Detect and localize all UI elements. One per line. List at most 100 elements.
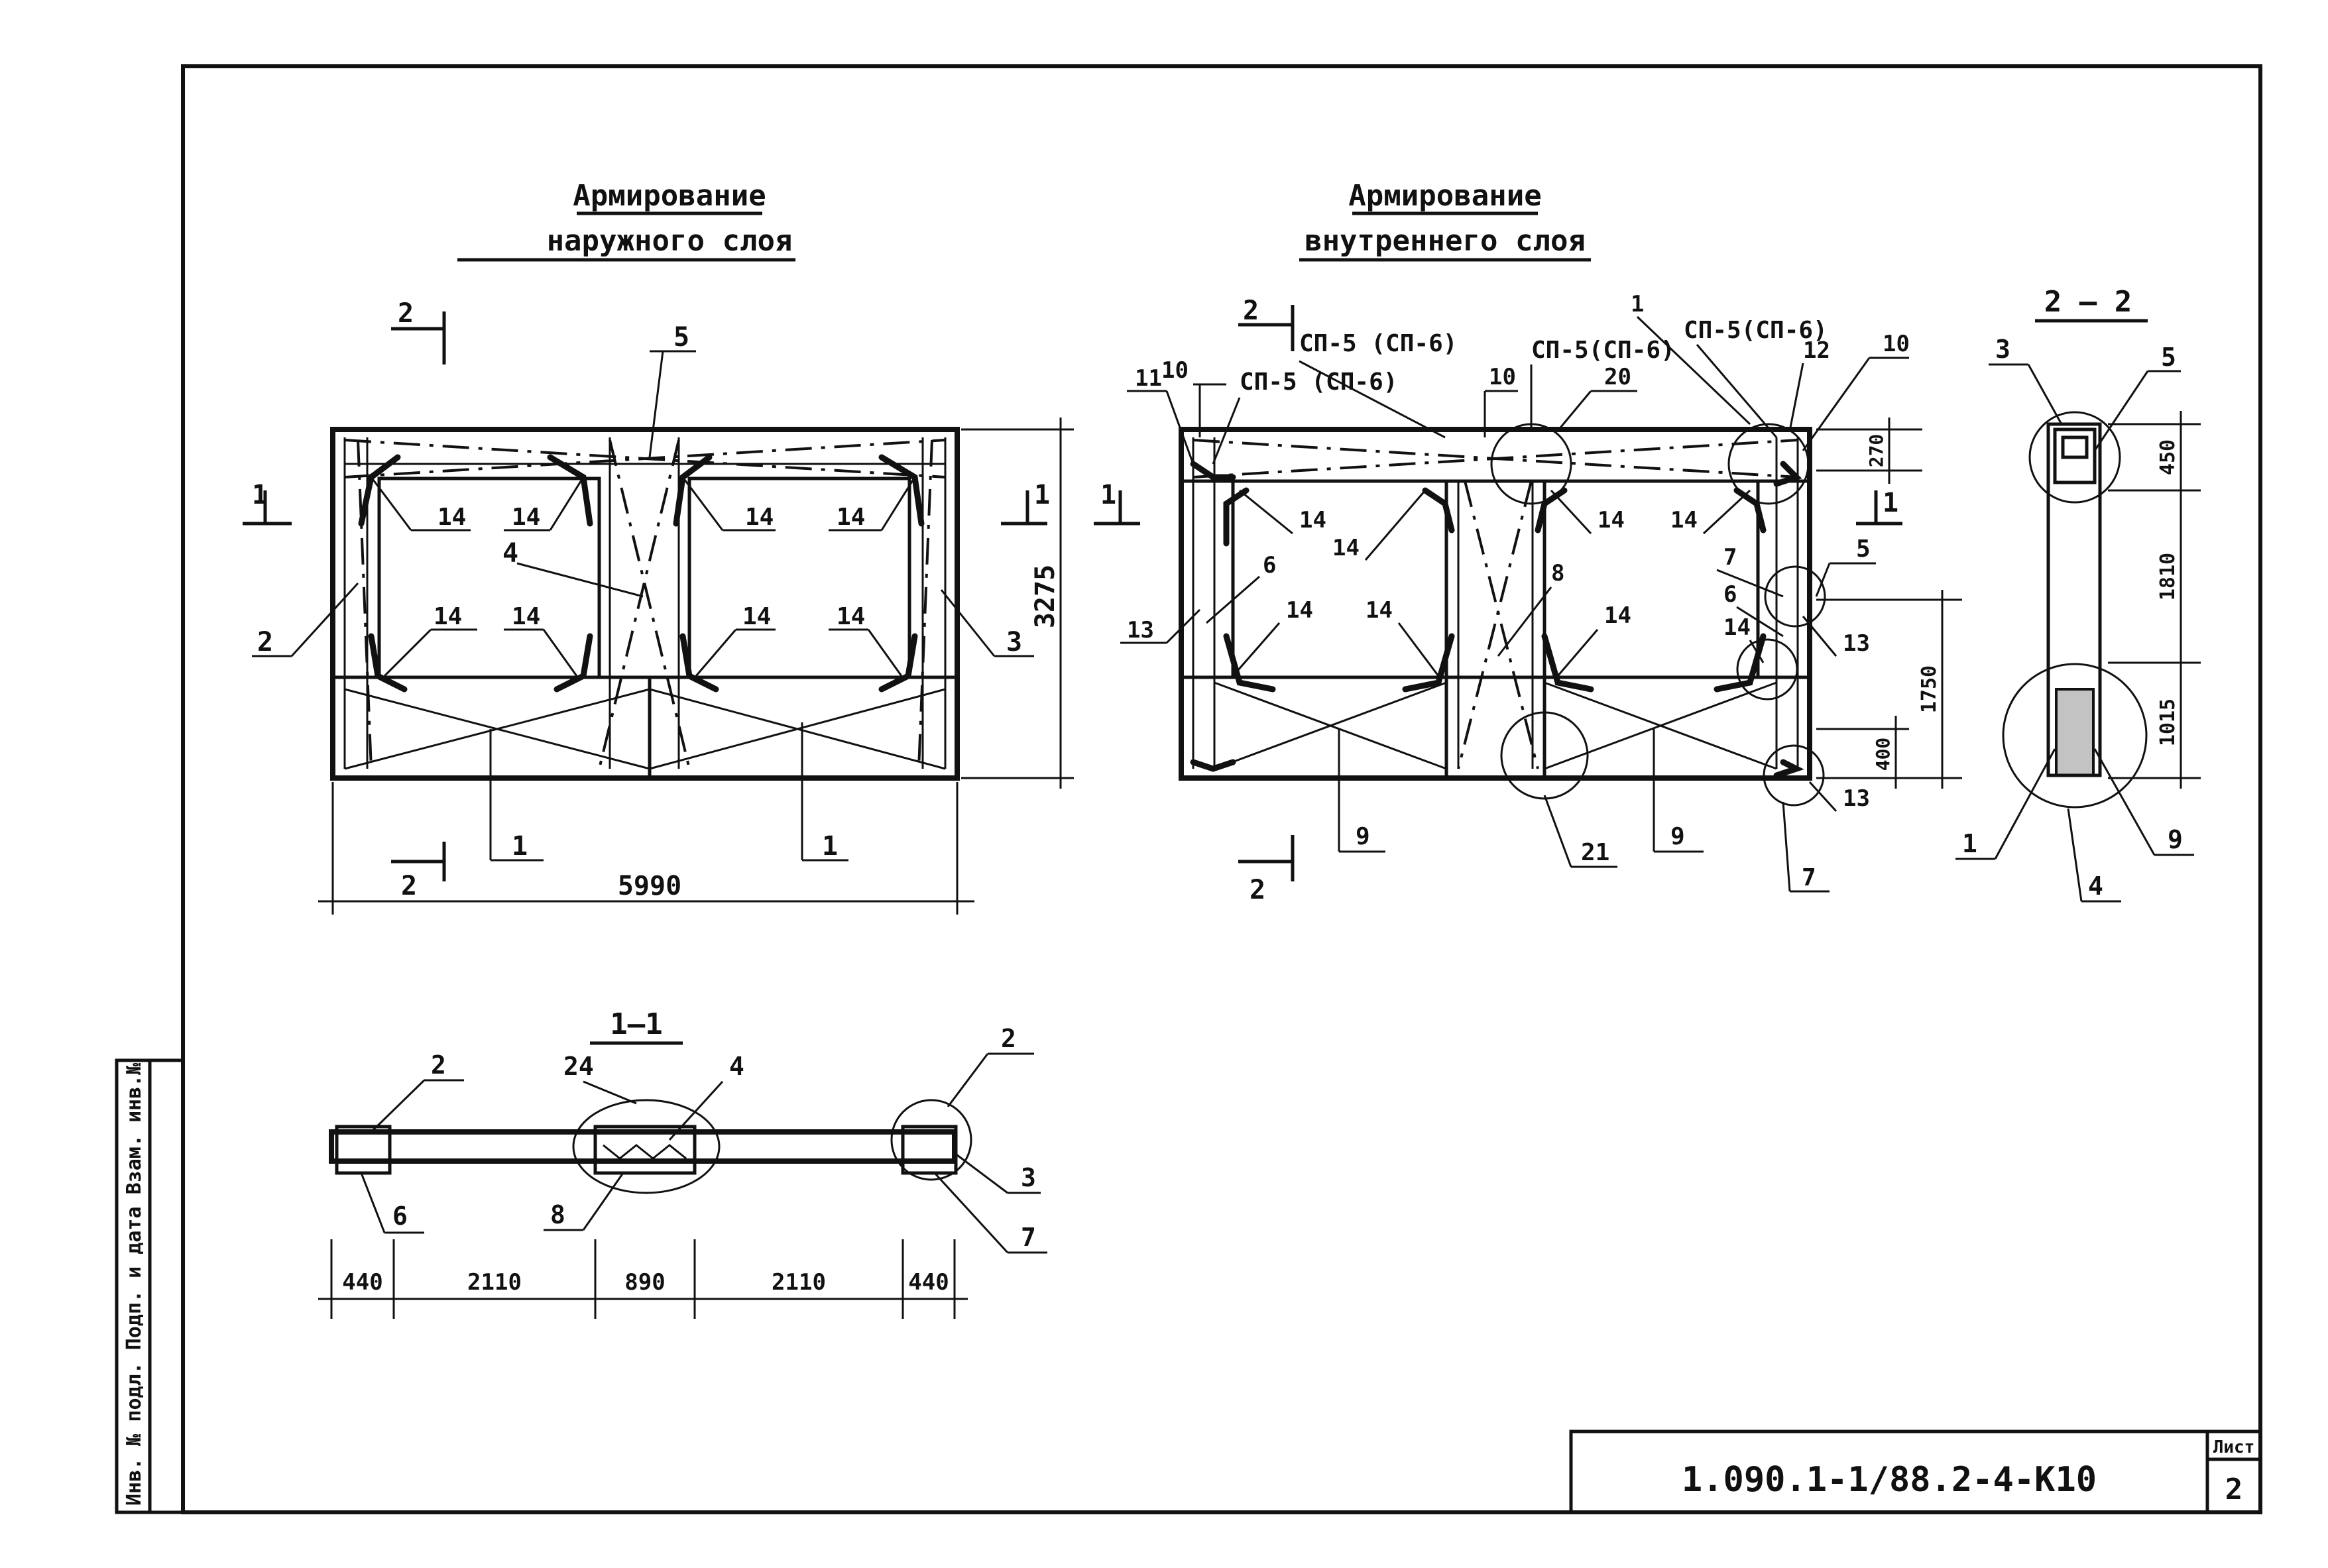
- section-1-1-callout-3: 3: [1021, 1163, 1036, 1192]
- outer-callout-4: 4: [502, 538, 518, 569]
- outer-callout-2: 2: [257, 627, 273, 657]
- inner-callout-9a: 9: [1356, 823, 1370, 850]
- inner-sp-label-2: СП-5 (СП-6): [1240, 368, 1397, 396]
- outer-callout-14a: 14: [437, 504, 466, 531]
- inner-callout-13a: 13: [1127, 617, 1154, 644]
- outer-dimensions: 5990 3275: [318, 418, 1074, 915]
- section-1-1-dim-440a: 440: [342, 1269, 382, 1296]
- inner-callout-13b: 13: [1843, 630, 1870, 657]
- inner-callout-14f: 14: [1366, 597, 1393, 624]
- inner-callout-8: 8: [1551, 560, 1564, 587]
- outer-section-markers: 2 2 1 1: [243, 298, 1050, 901]
- outer-callout-1a: 1: [512, 831, 528, 862]
- section-1-1-title: 1–1: [610, 1007, 662, 1041]
- outer-section-1-left: 1: [252, 480, 268, 510]
- inner-callout-11: 11: [1135, 365, 1162, 392]
- section-1-1-dim-890: 890: [624, 1269, 665, 1296]
- outer-callout-14g: 14: [742, 603, 771, 630]
- outer-section-1-right: 1: [1034, 480, 1050, 510]
- section-1-1-callout-7: 7: [1021, 1223, 1036, 1252]
- inner-callout-9b: 9: [1670, 823, 1685, 850]
- inner-callout-13c: 13: [1843, 785, 1870, 812]
- inner-callout-14b: 14: [1332, 535, 1360, 561]
- inner-sp-label-1: СП-5 (СП-6): [1299, 330, 1457, 357]
- outer-callout-14b: 14: [512, 504, 540, 531]
- section-1-1-dim-2110b: 2110: [772, 1269, 826, 1296]
- outer-callout-14d: 14: [837, 504, 865, 531]
- outer-dim-width: 5990: [618, 871, 681, 901]
- outer-callout-3: 3: [1006, 627, 1022, 657]
- inner-callout-6a: 6: [1263, 552, 1276, 579]
- section-1-1-callout-2a: 2: [431, 1050, 446, 1080]
- outer-dim-height: 3275: [1030, 565, 1061, 628]
- outer-callout-14e: 14: [434, 603, 462, 630]
- inner-callout-12: 12: [1803, 337, 1830, 364]
- inner-callout-14c: 14: [1598, 507, 1625, 533]
- inner-callout-6b: 6: [1723, 581, 1737, 608]
- inner-callout-21: 21: [1581, 839, 1609, 866]
- sheet-label: Лист: [2213, 1437, 2255, 1457]
- inner-section-2-top: 2: [1243, 296, 1259, 326]
- inner-callout-7a: 7: [1723, 544, 1737, 571]
- inner-callout-1: 1: [1631, 291, 1644, 317]
- section-1-1-dimensions: 440 2110 890 2110 440: [318, 1239, 968, 1319]
- section-2-2-view: 2 – 2 450 1810 1015 3 5 1 4 9: [1955, 285, 2201, 903]
- section-1-1-callout-4: 4: [729, 1052, 744, 1081]
- outer-section-2-bottom: 2: [401, 871, 417, 901]
- outer-title-line2: наружного слоя: [547, 224, 793, 258]
- inner-layer-view: Армирование внутреннего слоя: [1094, 179, 1962, 905]
- section-1-1-callout-6: 6: [392, 1202, 408, 1231]
- inner-section-1-right: 1: [1883, 488, 1898, 518]
- title-block: 1.090.1-1/88.2-4-К10 Лист 2: [1569, 1429, 2262, 1514]
- document-code: 1.090.1-1/88.2-4-К10: [1682, 1460, 2097, 1500]
- section-2-2-callout-9: 9: [2168, 825, 2183, 854]
- inner-callout-20: 20: [1604, 364, 1631, 390]
- inner-section-2-bottom: 2: [1250, 875, 1265, 905]
- inner-callout-14e: 14: [1286, 597, 1313, 624]
- outer-callout-14c: 14: [745, 504, 774, 531]
- section-2-2-callout-4: 4: [2088, 871, 2103, 901]
- inner-callout-10c: 10: [1883, 331, 1910, 357]
- side-stamp: Инв. № подл. Подп. и дата Взам. инв.№: [115, 1058, 185, 1514]
- outer-title-line1: Армирование: [573, 179, 766, 213]
- inner-sp-label-3: СП-5(СП-6): [1531, 337, 1675, 364]
- inner-callout-7b: 7: [1802, 864, 1816, 891]
- inner-callout-10a: 10: [1161, 357, 1189, 384]
- inner-callout-10b: 10: [1489, 364, 1516, 390]
- inner-callout-14a: 14: [1299, 507, 1326, 533]
- inner-callouts: 10 11 10 20 1 12 10 14 14 14 14 6 13: [1120, 291, 1910, 893]
- section-2-2-dim-1810: 1810: [2156, 553, 2180, 600]
- outer-callouts: 5 2 4 3 1 1 14 14 14 14 14 14 14: [252, 322, 1034, 862]
- section-2-2-callout-5: 5: [2161, 343, 2176, 372]
- section-2-2-dim-450: 450: [2156, 439, 2180, 475]
- inner-section-1-left: 1: [1100, 480, 1116, 510]
- inner-callout-14g: 14: [1604, 602, 1631, 629]
- inner-dim-270: 270: [1865, 434, 1887, 468]
- section-1-1-view: 1–1 2 24 4 2 3 6 8 7: [318, 1007, 1047, 1319]
- inner-title-line1: Армирование: [1348, 179, 1541, 213]
- inner-section-markers: 2 2 1 1: [1094, 296, 1902, 905]
- outer-layer-view: Армирование наружного слоя: [243, 179, 1074, 915]
- sheet-number: 2: [2225, 1473, 2243, 1506]
- section-2-2-callout-3: 3: [1995, 335, 2010, 364]
- section-2-2-dim-1015: 1015: [2156, 699, 2180, 746]
- inner-callout-14d: 14: [1670, 507, 1698, 533]
- outer-callout-1b: 1: [822, 831, 838, 862]
- outer-callout-14h: 14: [837, 603, 865, 630]
- outer-section-2-top: 2: [398, 298, 414, 329]
- inner-callout-14h: 14: [1723, 614, 1751, 641]
- inner-dim-1750: 1750: [1918, 665, 1941, 713]
- section-2-2-callout-1: 1: [1962, 829, 1977, 858]
- inner-title-line2: внутреннего слоя: [1305, 224, 1586, 258]
- section-1-1-dim-2110a: 2110: [467, 1269, 522, 1296]
- section-1-1-callout-8: 8: [550, 1200, 565, 1229]
- section-1-1-dim-440b: 440: [908, 1269, 949, 1296]
- inner-dimensions: 270 1750 400: [1816, 418, 1962, 789]
- section-1-1-callout-2b: 2: [1001, 1024, 1016, 1053]
- section-1-1-callout-24: 24: [563, 1052, 594, 1081]
- inner-dim-400: 400: [1872, 738, 1894, 771]
- inner-callout-5: 5: [1856, 535, 1871, 563]
- side-stamp-text: Инв. № подл. Подп. и дата Взам. инв.№: [123, 1062, 146, 1506]
- section-2-2-title: 2 – 2: [2044, 285, 2132, 319]
